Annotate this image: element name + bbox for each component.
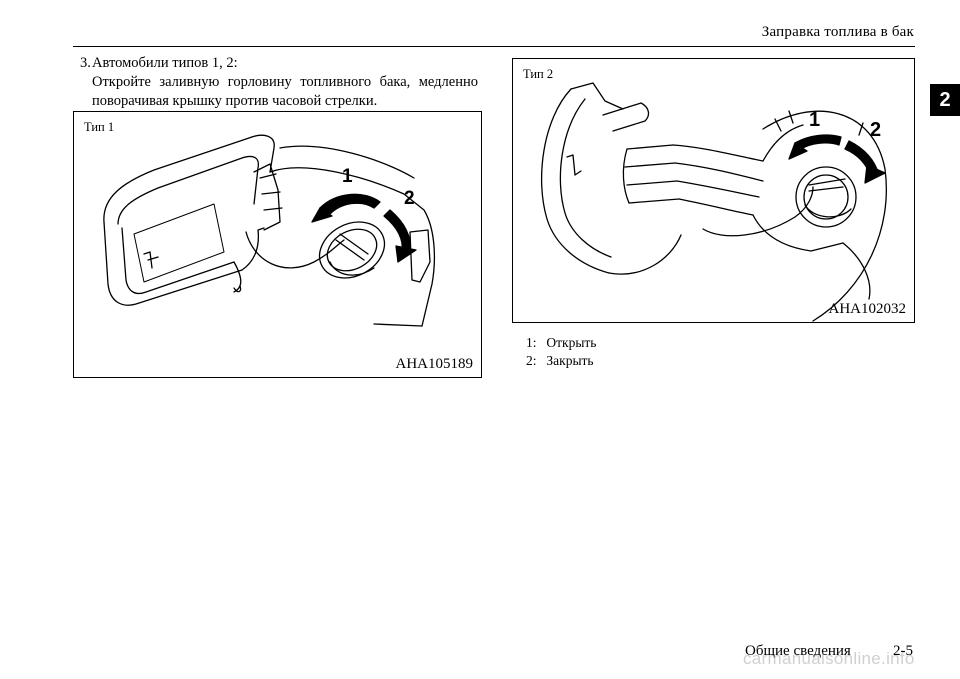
fuel-door-illustration-type-2 bbox=[541, 82, 887, 322]
figure-code: AHA105189 bbox=[395, 356, 474, 372]
figure-label: Тип 2 bbox=[523, 67, 554, 81]
step-number: 3. bbox=[80, 55, 91, 71]
callout-close: 2 bbox=[404, 188, 415, 209]
fuel-door-illustration-type-1 bbox=[103, 134, 436, 327]
legend-text: Открыть bbox=[546, 335, 597, 350]
figure-type-2: Тип 2 1 2 AHA102032 bbox=[512, 58, 915, 323]
figure-code: AHA102032 bbox=[828, 301, 907, 317]
callout-legend: 1: Открыть 2: Закрыть bbox=[526, 334, 596, 370]
page-header-title: Заправка топлива в бак bbox=[761, 24, 914, 40]
instruction-step: 3. Автомобили типов 1, 2: Откройте залив… bbox=[80, 54, 478, 111]
callout-open: 1 bbox=[809, 109, 821, 131]
figure-type-1: Тип 1 1 2 AHA105189 bbox=[73, 111, 482, 378]
legend-number: 1: bbox=[526, 335, 537, 350]
legend-item-close: 2: Закрыть bbox=[526, 352, 596, 370]
callout-open: 1 bbox=[342, 166, 353, 187]
header-divider bbox=[73, 46, 915, 47]
step-text: Откройте заливную горловину топливного б… bbox=[92, 74, 478, 109]
step-lead: Автомобили типов 1, 2: bbox=[92, 55, 238, 71]
watermark: carmanualsonline.info bbox=[743, 649, 915, 668]
callout-close: 2 bbox=[870, 119, 882, 141]
chapter-tab: 2 bbox=[930, 84, 960, 116]
footer-section-title: Общие сведения bbox=[745, 643, 851, 659]
legend-text: Закрыть bbox=[546, 353, 594, 368]
figure-label: Тип 1 bbox=[84, 120, 115, 134]
legend-item-open: 1: Открыть bbox=[526, 334, 596, 352]
legend-number: 2: bbox=[526, 353, 537, 368]
page-number: 2-5 bbox=[893, 643, 913, 659]
